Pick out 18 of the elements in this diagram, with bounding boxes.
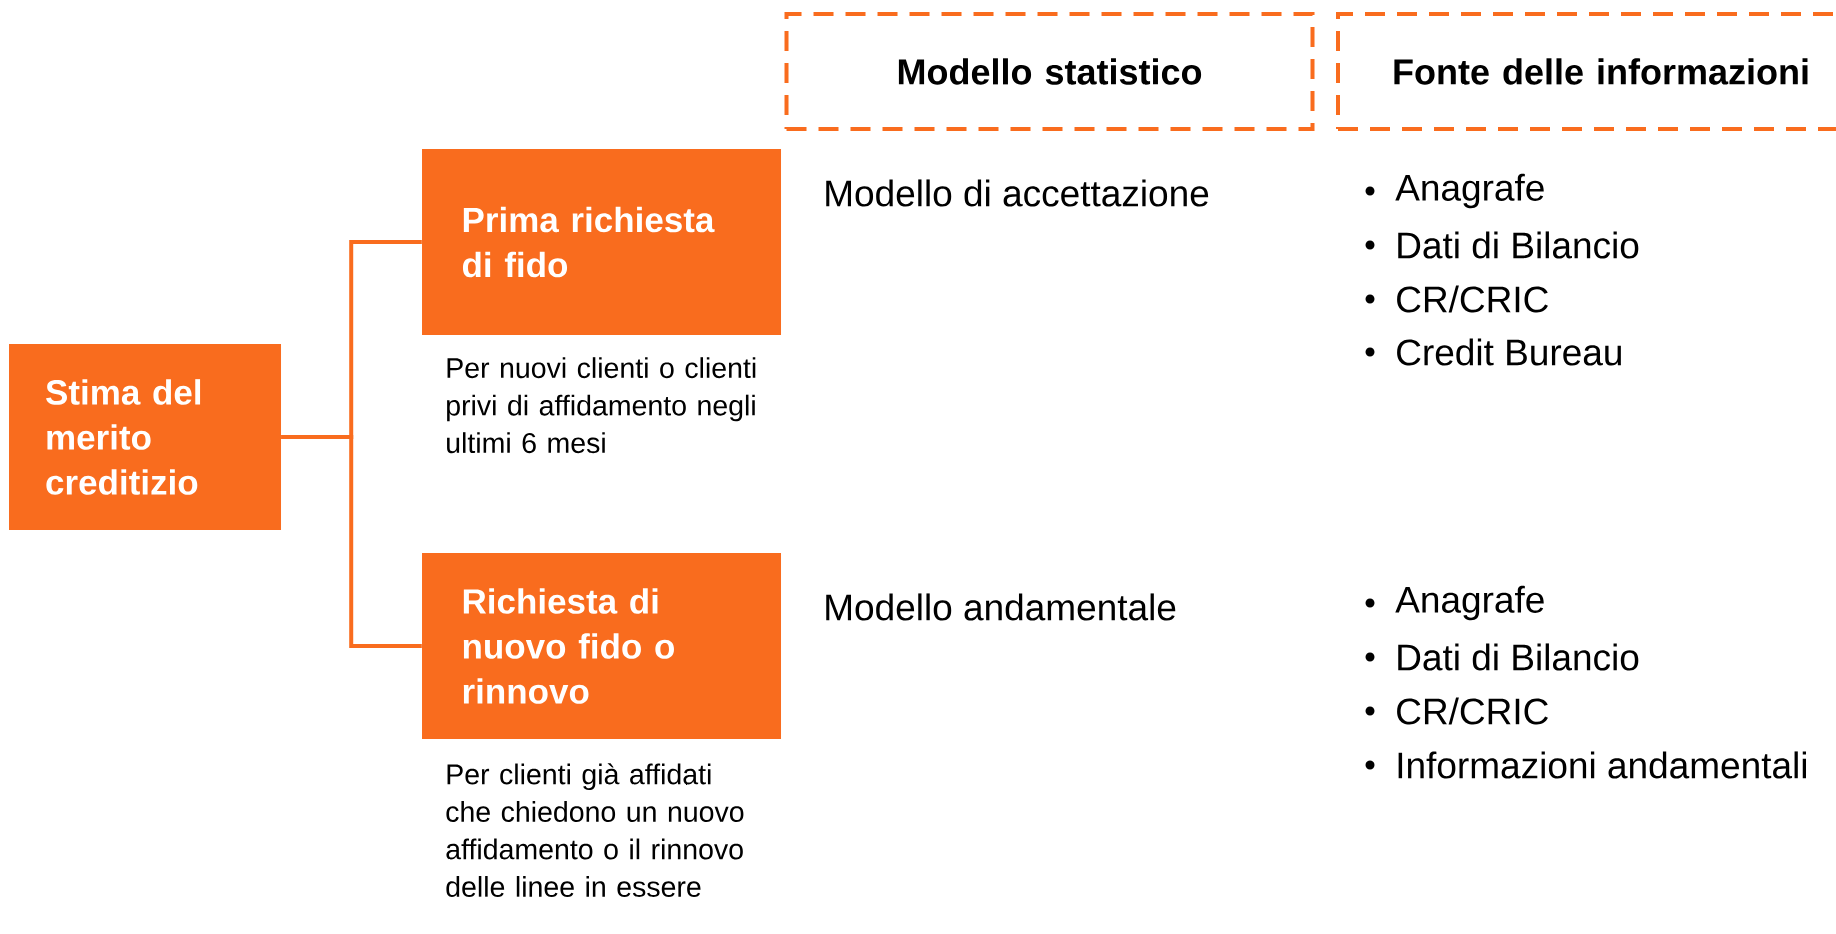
list-item: Dati di Bilancio: [1398, 231, 1639, 259]
column-header: Fonte delle informazioni: [1336, 12, 1836, 131]
category-box: Stima del merito creditizio: [9, 344, 281, 530]
list-item: Anagrafe: [1395, 585, 1544, 621]
list-item: Anagrafe: [1395, 173, 1544, 209]
description-text: Per clienti già affidati che chiedono un nuovo affidamento o il rinnovo delle linee in essere: [446, 763, 744, 897]
description-text: Per nuovi clienti o clienti privi di affidamento negli ultimi 6 mesi: [447, 357, 756, 454]
model-name: Modello di accettazione: [826, 179, 1209, 207]
model-name: Modello andamentale: [826, 593, 1176, 621]
list-item: Informazioni andamentali: [1398, 751, 1806, 779]
category-box: Richiesta di nuovo fido o rinnovo: [422, 553, 781, 739]
category-box: Prima richiesta di fido: [422, 149, 781, 335]
list-item: Dati di Bilancio: [1398, 643, 1639, 671]
column-header: Modello statistico: [784, 12, 1315, 131]
connector-line: [281, 435, 422, 648]
list-item: Credit Bureau: [1397, 338, 1621, 366]
list-item: CR/CRIC: [1397, 285, 1548, 313]
list-item: CR/CRIC: [1397, 697, 1548, 725]
